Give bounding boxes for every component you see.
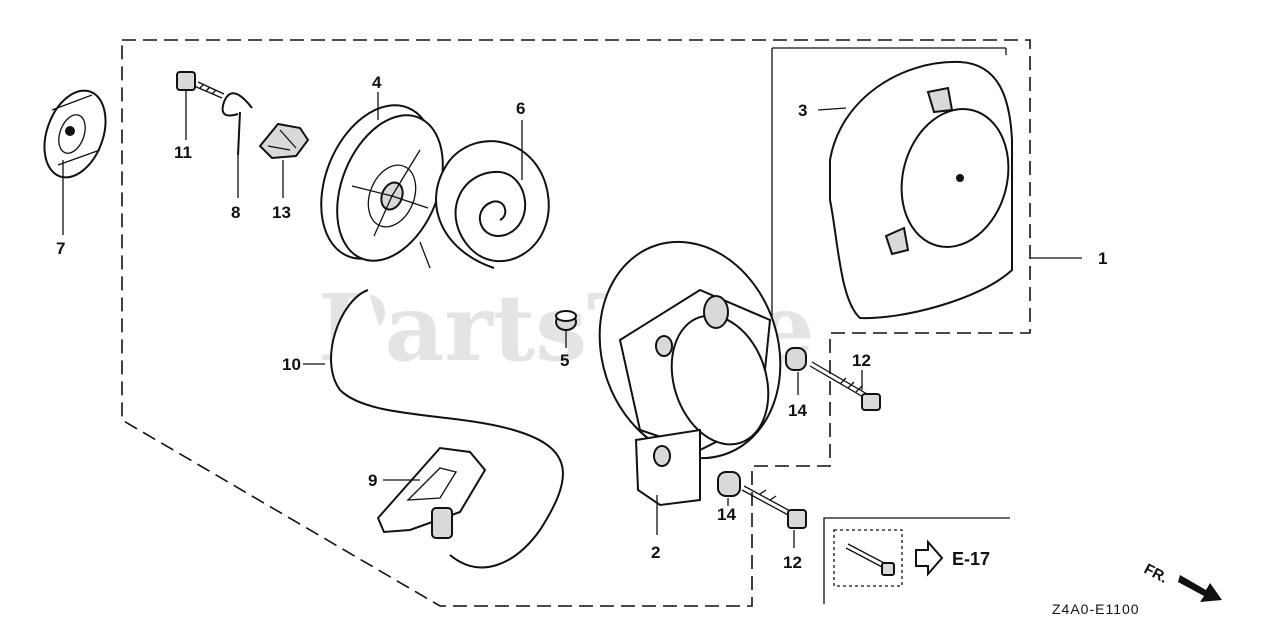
starter-plate-part [43,89,107,179]
front-direction-indicator: FR. [1141,561,1222,602]
reference-arrow-icon [915,539,944,577]
bolt-upper-part [809,361,881,411]
spring-clip-part [221,92,253,156]
reference-box: E-17 [823,517,1010,604]
grip-handle-part [376,446,487,539]
assembly-boundary [121,39,1031,607]
ratchet-part [258,122,310,160]
reel-part [320,104,444,262]
bolt-part [176,71,225,99]
cover-subassembly-boundary [771,47,1007,328]
callout-4: 4 [372,73,382,92]
callout-1: 1 [1098,249,1107,268]
callout-10: 10 [282,355,301,374]
front-direction-label: FR. [1141,561,1170,587]
callout-6: 6 [516,99,525,118]
bolt-lower-part [741,485,807,529]
callout-14a: 14 [788,401,807,420]
callout-7: 7 [56,239,65,258]
callout-5: 5 [560,351,569,370]
callout-12b: 12 [783,553,802,572]
fan-cover-part [829,60,1013,320]
callout-11: 11 [174,143,192,162]
callout-3: 3 [798,101,807,120]
callout-2: 2 [651,543,660,562]
callout-8: 8 [231,203,240,222]
spacer-upper-part [785,347,807,371]
starter-case-part [598,240,782,507]
leader-3 [817,107,847,111]
spiral-spring-part [419,140,550,269]
reference-label: E-17 [952,549,990,569]
collar-part [555,310,577,331]
callout-9: 9 [368,471,377,490]
front-arrow-icon [1178,575,1222,602]
spacer-lower-part [717,471,741,497]
callout-14b: 14 [717,505,736,524]
diagram-code: Z4A0-E1100 [1052,601,1140,617]
callout-13: 13 [272,203,291,222]
rope-part [330,289,564,569]
callout-12a: 12 [852,351,871,370]
